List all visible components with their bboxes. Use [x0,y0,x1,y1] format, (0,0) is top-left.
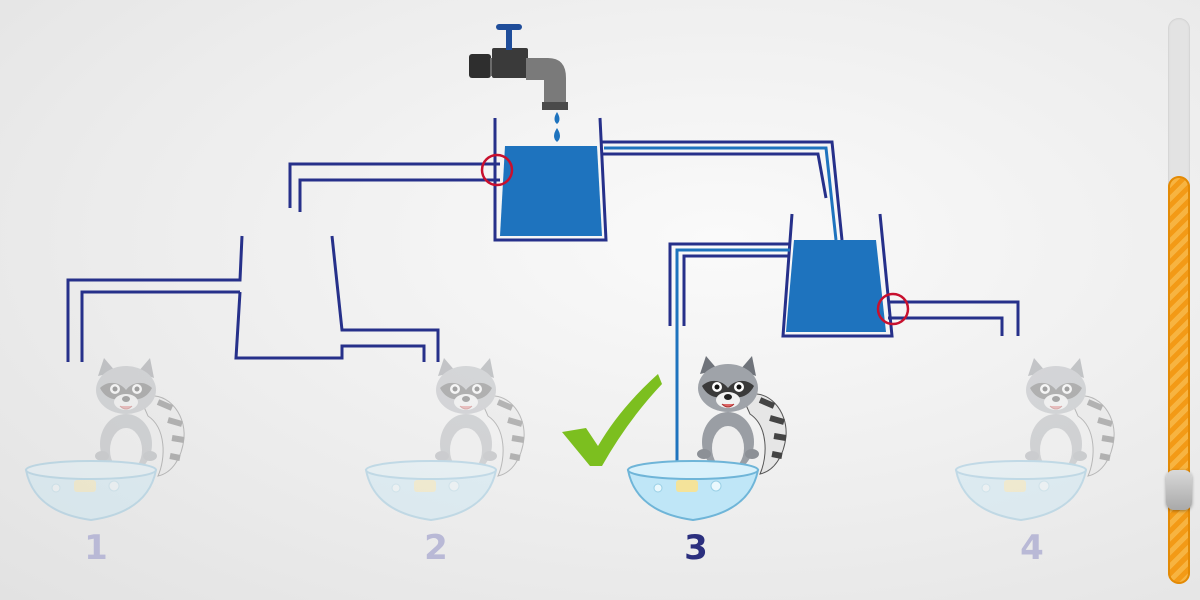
slider-fill [1168,176,1190,584]
slider-thumb[interactable] [1166,470,1192,510]
tub-2[interactable] [365,358,524,521]
raccoon-icon [1025,358,1114,476]
progress-slider[interactable] [1166,18,1192,584]
valve-ring-icon[interactable] [876,292,910,326]
tub-label-4: 4 [1020,528,1044,568]
raccoon-icon [697,356,786,474]
bowl-icon [365,460,497,521]
tub-1[interactable] [25,358,184,521]
raccoon-icon [435,358,524,476]
bowl-icon [955,460,1087,521]
tub-label-3: 3 [684,528,708,568]
valve-ring-icon[interactable] [480,153,514,187]
tub-4[interactable] [955,358,1114,521]
bowl-icon [25,460,157,521]
upper-tank [493,117,608,242]
water-drop-icon [554,112,560,142]
lower-tank [781,213,894,338]
raccoon-icon [95,358,184,476]
pipe-network [66,140,1020,362]
check-mark-icon [562,374,662,466]
faucet-icon [469,24,568,110]
tub-label-1: 1 [84,528,108,568]
tub-label-2: 2 [424,528,448,568]
water-flow [604,146,838,470]
bowl-icon [627,460,759,521]
